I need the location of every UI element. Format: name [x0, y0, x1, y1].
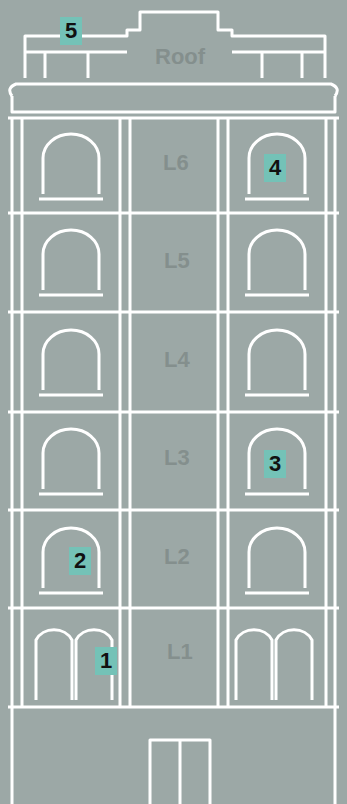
callout-number: 1: [95, 647, 117, 675]
callout-number: 3: [264, 450, 286, 478]
floor-label: L4: [164, 349, 190, 371]
floor-label: Roof: [155, 46, 205, 68]
floor-label: L6: [163, 152, 189, 174]
callout-number: 4: [264, 154, 286, 182]
floor-label: L5: [164, 250, 190, 272]
callout-number: 2: [69, 547, 91, 575]
callout-number: 5: [60, 17, 82, 45]
floor-label: L2: [164, 546, 190, 568]
floor-label: L1: [167, 641, 193, 663]
floor-label: L3: [164, 447, 190, 469]
